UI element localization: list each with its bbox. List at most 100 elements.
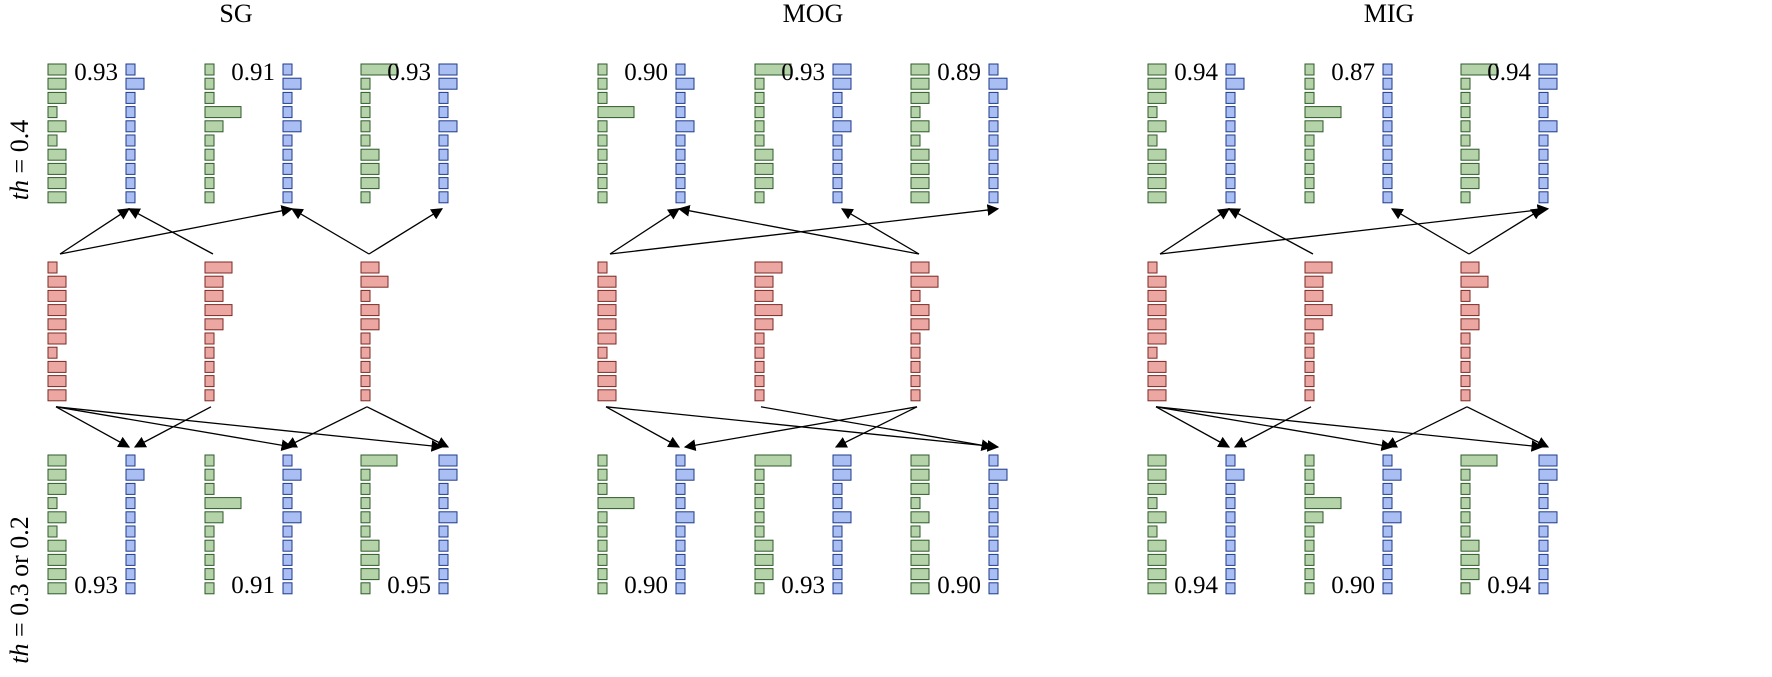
- top-blue-3-bar-5: [1538, 120, 1558, 133]
- top-blue-1-bar-5: [125, 120, 136, 133]
- bottom-green-2-bar-1: [204, 454, 215, 467]
- bottom-green-1-bar-4: [597, 497, 635, 510]
- bottom-score-1: 0.90: [624, 572, 668, 599]
- bottom-green-2-bar-9: [1304, 568, 1315, 581]
- bottom-green-2-bar-4: [204, 497, 242, 510]
- middle-red-3-bar-7: [1460, 346, 1471, 359]
- top-green-2-bar-8: [1304, 162, 1315, 175]
- top-green-3-bar-10: [1460, 191, 1471, 204]
- top-blue-3-bar-9: [438, 177, 449, 190]
- bottom-blue-3-bar-2: [988, 468, 1008, 481]
- top-blue-3-bar-4: [988, 106, 999, 119]
- bottom-green-1-bar-8: [47, 553, 67, 566]
- bottom-blue-1-bar-6: [675, 525, 686, 538]
- top-blue-3-bar-9: [988, 177, 999, 190]
- bottom-green-1-bar-4: [47, 497, 58, 510]
- arrow-down-1: [1155, 406, 1231, 448]
- bottom-blue-2-bar-2: [832, 468, 852, 481]
- top-blue-2-bar-10: [832, 191, 843, 204]
- middle-red-3-bar-7: [910, 346, 921, 359]
- top-green-1-bar-4: [597, 106, 635, 119]
- row-label-bottom: th = 0.3 or 0.2: [5, 516, 34, 664]
- bottom-green-1-bar-7: [47, 539, 67, 552]
- bottom-blue-1-bar-2: [1225, 468, 1245, 481]
- top-green-1-bar-9: [1147, 177, 1167, 190]
- top-green-3-bar-2: [360, 77, 371, 90]
- middle-red-1-bar-5: [1147, 318, 1167, 331]
- middle-red-1-bar-3: [47, 289, 67, 302]
- bottom-green-1-bar-5: [47, 511, 67, 524]
- middle-red-3-bar-4: [1460, 304, 1480, 317]
- bottom-blue-3-bar-5: [988, 511, 999, 524]
- svg-text:th = 0.3 or 0.2: th = 0.3 or 0.2: [5, 516, 34, 664]
- bottom-blue-3-bar-7: [1538, 539, 1549, 552]
- bottom-blue-1-bar-3: [1225, 482, 1236, 495]
- bottom-blue-3-bar-3: [438, 482, 449, 495]
- top-blue-1-bar-4: [1225, 106, 1236, 119]
- bottom-blue-3-bar-10: [988, 582, 999, 595]
- top-green-3-bar-2: [1460, 77, 1471, 90]
- top-blue-2-bar-8: [832, 162, 843, 175]
- top-green-2-bar-7: [204, 148, 215, 161]
- middle-red-3-bar-6: [360, 332, 371, 345]
- middle-red-2-bar-4: [754, 304, 783, 317]
- top-score-1: 0.90: [624, 59, 668, 86]
- top-green-2-bar-9: [1304, 177, 1315, 190]
- bottom-green-1-bar-1: [1147, 454, 1167, 467]
- top-green-2-bar-9: [754, 177, 774, 190]
- bottom-green-3-bar-9: [910, 568, 930, 581]
- bottom-green-3-bar-8: [1460, 553, 1480, 566]
- top-green-3-bar-2: [910, 77, 930, 90]
- middle-red-3-bar-9: [360, 375, 371, 388]
- middle-red-1-bar-6: [1147, 332, 1167, 345]
- top-green-1-bar-5: [1147, 120, 1167, 133]
- top-blue-2-bar-5: [832, 120, 852, 133]
- top-green-3-bar-8: [360, 162, 380, 175]
- arrow-up-3: [127, 208, 214, 255]
- top-green-3-bar-6: [360, 134, 371, 147]
- middle-red-1-bar-8: [597, 360, 617, 373]
- middle-red-1-bar-8: [47, 360, 67, 373]
- middle-red-1-bar-2: [1147, 275, 1167, 288]
- row-label-bottom-var: th: [5, 644, 34, 664]
- bottom-green-3-bar-8: [360, 553, 380, 566]
- bottom-green-2-bar-5: [204, 511, 224, 524]
- top-green-1-bar-7: [1147, 148, 1167, 161]
- arrow-up-2: [1159, 204, 1550, 255]
- middle-red-2-bar-10: [1304, 389, 1315, 402]
- top-green-1-bar-1: [1147, 63, 1167, 76]
- bottom-blue-1-bar-7: [675, 539, 686, 552]
- middle-red-2-bar-8: [204, 360, 215, 373]
- top-blue-1-bar-3: [675, 91, 686, 104]
- middle-red-3-bar-2: [360, 275, 389, 288]
- bottom-blue-1-bar-1: [1225, 454, 1236, 467]
- bottom-green-1-bar-10: [1147, 582, 1167, 595]
- arrow-up-5: [368, 208, 443, 255]
- bottom-green-2-bar-1: [754, 454, 792, 467]
- top-green-1-bar-4: [1147, 106, 1158, 119]
- bottom-green-1-bar-5: [597, 511, 608, 524]
- bottom-blue-1-bar-8: [1225, 553, 1236, 566]
- bottom-score-1: 0.94: [1174, 572, 1218, 599]
- middle-red-3-bar-3: [1460, 289, 1471, 302]
- bottom-blue-2-bar-7: [282, 539, 293, 552]
- bottom-green-1-bar-9: [597, 568, 608, 581]
- middle-red-3-bar-8: [910, 360, 921, 373]
- bottom-green-3-bar-2: [910, 468, 930, 481]
- top-blue-3-bar-7: [438, 148, 449, 161]
- top-green-2-bar-5: [1304, 120, 1324, 133]
- bottom-blue-1-bar-10: [675, 582, 686, 595]
- bottom-blue-3-bar-4: [438, 497, 449, 510]
- middle-red-3-bar-10: [910, 389, 921, 402]
- middle-red-2-bar-8: [1304, 360, 1315, 373]
- middle-red-2-bar-7: [204, 346, 215, 359]
- bottom-blue-3-bar-7: [988, 539, 999, 552]
- top-blue-3-bar-4: [438, 106, 449, 119]
- middle-red-2-bar-9: [754, 375, 765, 388]
- bottom-score-1: 0.93: [74, 572, 118, 599]
- bottom-blue-2-bar-8: [832, 553, 843, 566]
- svg-text:th = 0.4: th = 0.4: [5, 120, 34, 200]
- top-green-2-bar-2: [754, 77, 765, 90]
- top-green-2-bar-3: [754, 91, 765, 104]
